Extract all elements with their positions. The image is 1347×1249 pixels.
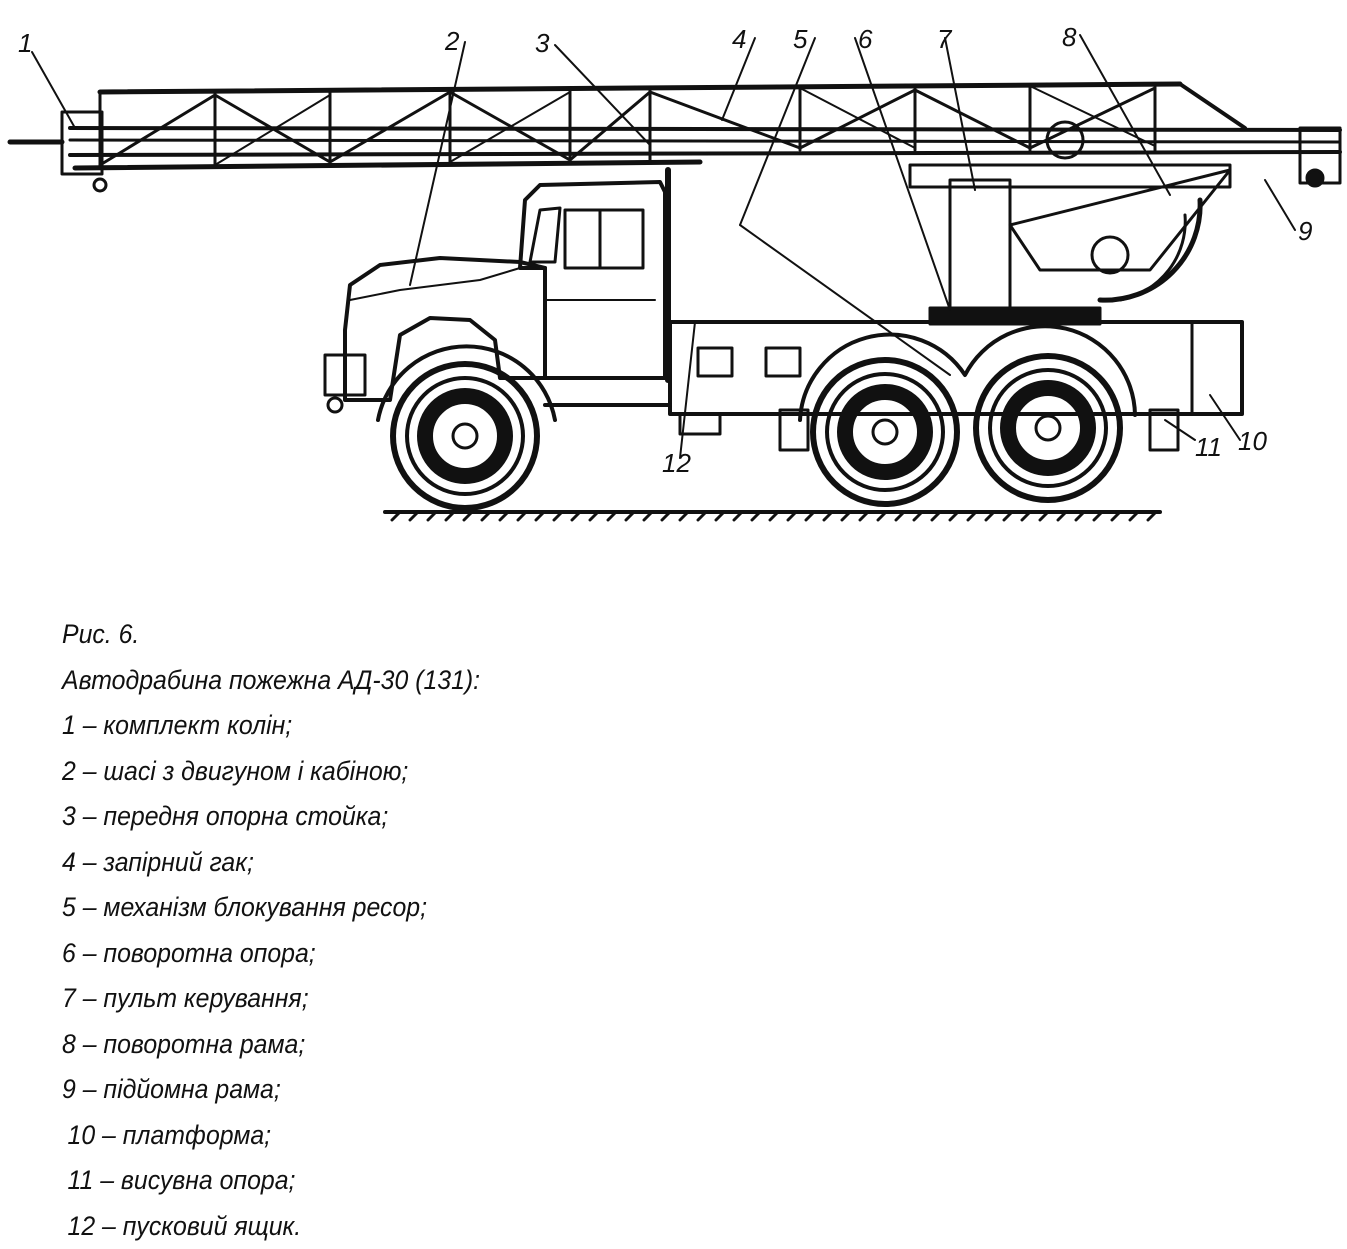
callout-5: 5 [793,24,808,54]
legend-item: 12 – пусковий ящик. [62,1204,890,1249]
callout-3: 3 [535,28,550,58]
legend-item: 11 – висувна опора; [62,1158,890,1204]
legend-item: 5 – механізм блокування ресор; [62,885,890,931]
legend-item: 3 – передня опорна стойка; [62,794,890,840]
callout-2: 2 [444,26,460,56]
legend-item: 7 – пульт керування; [62,976,890,1022]
fire-ladder-truck-drawing: 1 2 3 4 5 6 7 8 9 10 11 12 [0,0,1347,560]
callout-10: 10 [1238,426,1267,456]
rear-wheel-1 [813,360,957,504]
callout-7: 7 [937,24,953,54]
callout-6: 6 [858,24,873,54]
callout-8: 8 [1062,22,1077,52]
legend-item: 6 – поворотна опора; [62,931,890,977]
figure-caption: Рис. 6. Автодрабина пожежна АД-30 (131):… [62,612,962,1249]
callout-4: 4 [732,24,746,54]
callout-9: 9 [1298,216,1312,246]
callout-1: 1 [18,28,32,58]
ground-line [385,512,1160,520]
figure-title: Автодрабина пожежна АД-30 (131): [62,658,890,704]
callout-11: 11 [1195,432,1222,462]
legend-item: 10 – платформа; [62,1113,890,1159]
front-wheel [393,364,537,508]
figure-label: Рис. 6. [62,612,890,658]
legend-item: 4 – запірний гак; [62,840,890,886]
legend-item: 2 – шасі з двигуном і кабіною; [62,749,890,795]
callout-12: 12 [662,448,691,478]
legend-item: 1 – комплект колін; [62,703,890,749]
ladder-truss [10,84,1340,191]
rear-wheel-2 [976,356,1120,500]
legend-item: 9 – підйомна рама; [62,1067,890,1113]
truck-hood [325,258,545,412]
legend-item: 8 – поворотна рама; [62,1022,890,1068]
truck-cab [520,170,668,380]
